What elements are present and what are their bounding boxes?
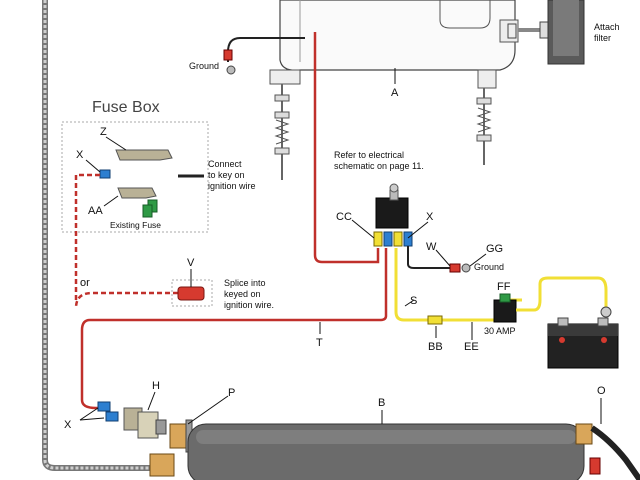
mount-bolt-left (274, 84, 290, 180)
accessory-wire-s (394, 248, 508, 322)
existing-fuse (142, 199, 158, 218)
fuse-tap-aa (117, 187, 157, 199)
ground-note-top: Ground (189, 61, 219, 71)
connect-note-line1: Connect (208, 159, 242, 169)
splice-note-line3: ignition wire. (224, 300, 274, 310)
blue-connector-x-bottom-1 (97, 401, 111, 412)
label-ee: EE (464, 341, 479, 353)
ground-note-relay: Ground (474, 262, 504, 272)
battery (547, 306, 619, 369)
compressor-power-wire (313, 32, 380, 264)
label-x-bottom: X (64, 419, 72, 431)
dashed-alt-wire-fusebox (74, 173, 100, 300)
power-wire-t (80, 248, 388, 410)
label-w: W (426, 241, 437, 253)
label-z: Z (100, 126, 107, 138)
relay-ground-terminal (449, 263, 461, 273)
pressure-switch-h (123, 407, 167, 439)
refer-note-line1: Refer to electrical (334, 150, 404, 160)
fuse-box-title: Fuse Box (92, 99, 160, 116)
label-gg: GG (486, 243, 503, 255)
splice-connector-v (177, 286, 205, 301)
inline-splice-bb (427, 315, 443, 325)
ground-bolt-top (226, 65, 236, 75)
label-a: A (391, 87, 399, 99)
label-x-fusebox: X (76, 149, 84, 161)
label-x-relay: X (426, 211, 434, 223)
relay-ground-wire (407, 246, 452, 269)
battery-wire (516, 276, 608, 312)
relay (373, 183, 413, 247)
air-filter (507, 0, 585, 65)
fuse-box-border (61, 121, 209, 233)
relay-ground-bolt (461, 263, 471, 273)
label-p: P (228, 387, 235, 399)
attach-filter-note-line2: filter (594, 33, 611, 43)
label-h: H (152, 380, 160, 392)
compressor-a (269, 0, 519, 180)
mount-bolt-right (476, 88, 492, 165)
label-t: T (316, 337, 323, 349)
dashed-alt-wire-splice (74, 291, 178, 309)
label-cc: CC (336, 211, 352, 223)
label-v: V (187, 257, 195, 269)
fuse-tap-z (115, 149, 173, 161)
ground-terminal-top (223, 49, 233, 61)
drain-fitting-o (575, 423, 640, 480)
label-bb: BB (428, 341, 443, 353)
or-note: or (80, 277, 90, 289)
label-o: O (597, 385, 606, 397)
air-tank-b (149, 423, 585, 480)
fuse-holder-ff (493, 293, 517, 323)
connect-note-line2: to key on (208, 170, 245, 180)
connect-note-line3: ignition wire (208, 181, 256, 191)
splice-note-line1: Splice into (224, 278, 266, 288)
existing-fuse-label: Existing Fuse (110, 220, 161, 230)
label-aa: AA (88, 205, 103, 217)
blue-connector-x-bottom-2 (105, 411, 119, 422)
refer-note-line2: schematic on page 11. (334, 161, 424, 171)
label-s: S (410, 295, 417, 307)
splice-note-line2: keyed on (224, 289, 261, 299)
air-hose (42, 0, 160, 471)
label-ff: FF (497, 281, 511, 293)
splice-box-border (171, 279, 213, 307)
blue-connector-x-fusebox (99, 169, 111, 179)
label-b: B (378, 397, 385, 409)
attach-filter-note-line1: Attach (594, 22, 620, 32)
fuse-rating: 30 AMP (484, 326, 516, 336)
